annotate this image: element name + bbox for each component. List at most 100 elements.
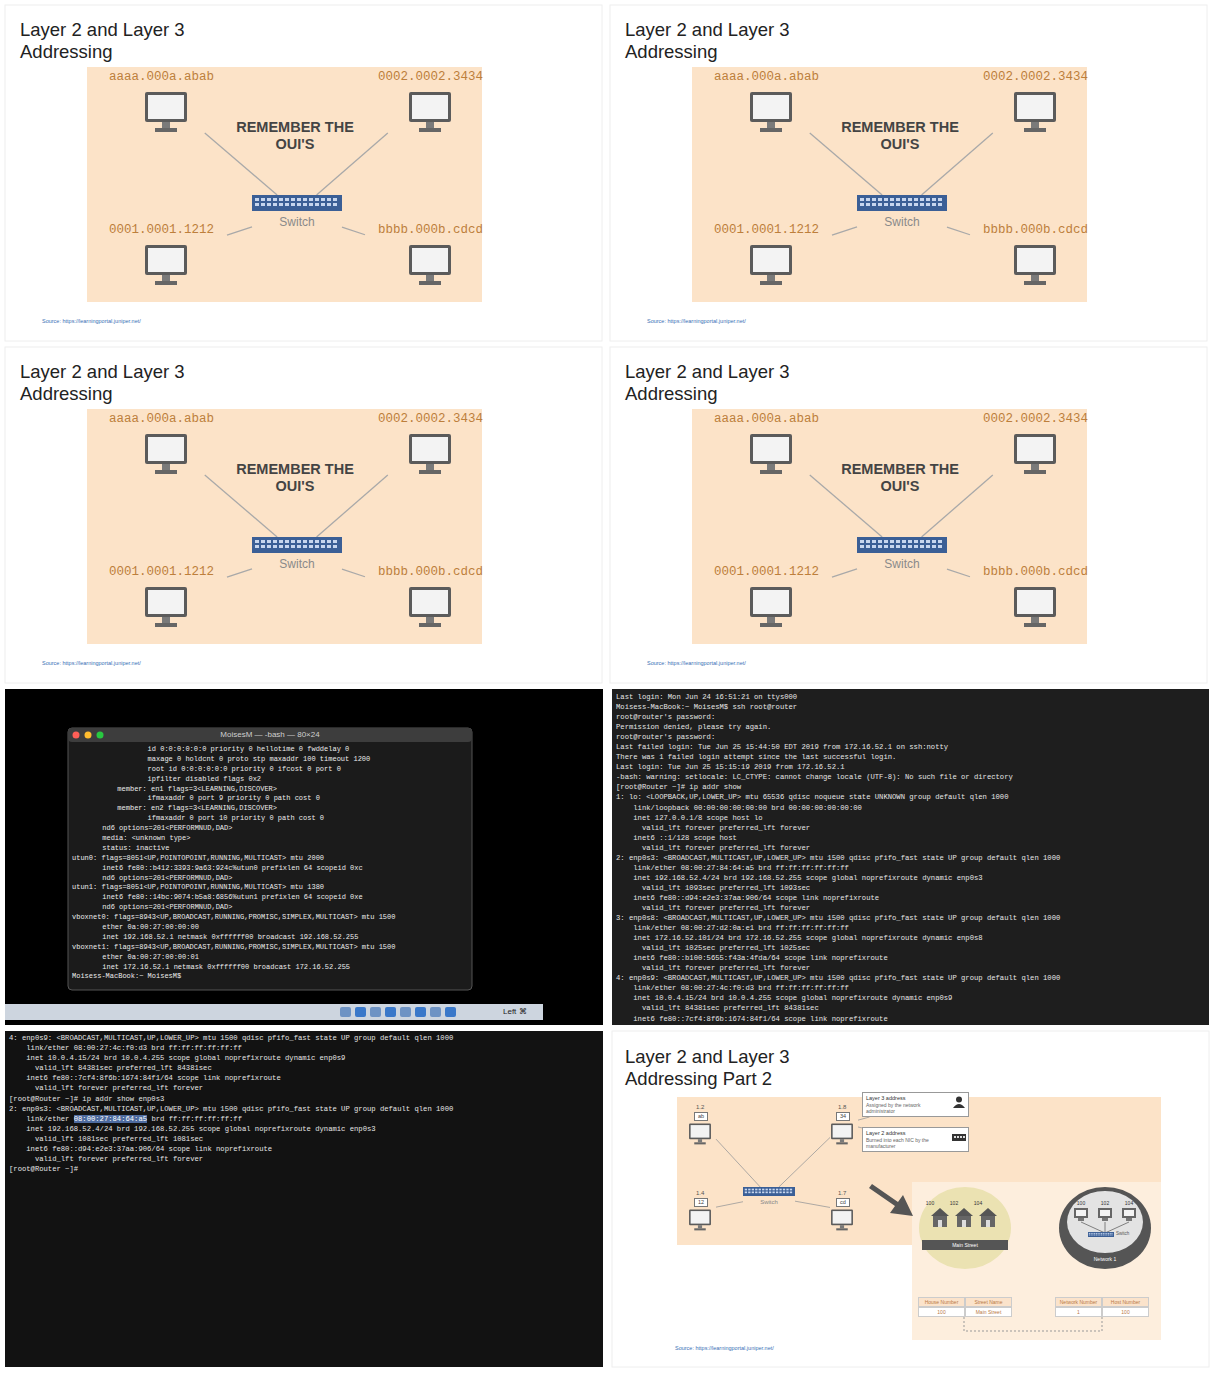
shape xyxy=(831,1124,853,1140)
terminal-line: 2: enp0s3: <BROADCAST,MULTICAST,UP,LOWER… xyxy=(9,1104,453,1114)
switch-node: Switch xyxy=(1088,1231,1129,1237)
shape xyxy=(1101,1234,1102,1236)
terminal-output: inet6 fe80::d94:e2e3:37aa:906/64 scope l… xyxy=(26,1145,272,1153)
mac-label: 34 xyxy=(836,1112,850,1121)
terminal-output: valid_lft forever preferred_lft forever xyxy=(35,1084,203,1092)
shape xyxy=(327,203,331,206)
shape xyxy=(279,198,283,201)
terminal-output: brd ff:ff:ff:ff:ff:ff xyxy=(151,1115,242,1123)
computer-node: 0002.0002.3434 xyxy=(970,412,1088,475)
shape xyxy=(291,540,295,543)
callout-body: Assigned by the network administrator xyxy=(866,1102,950,1114)
shape xyxy=(691,1125,710,1138)
shape xyxy=(409,434,451,464)
shape xyxy=(866,540,870,543)
shape xyxy=(1074,1208,1088,1218)
terminal-line: 4: enp0s9: <BROADCAST,MULTICAST,UP,LOWER… xyxy=(9,1033,453,1043)
shape xyxy=(920,203,924,206)
terminal-line: nd6 options=201<PERFORMNUD,DAD> xyxy=(72,903,395,913)
shape xyxy=(1091,1234,1092,1236)
shape xyxy=(162,617,170,623)
shape xyxy=(694,1142,705,1144)
shape xyxy=(779,1192,781,1194)
terminal-panel xyxy=(5,1031,603,1367)
mac-address: 0001.0001.1212 xyxy=(109,565,214,580)
shape xyxy=(1014,434,1056,464)
mac-address: 0002.0002.3434 xyxy=(378,70,483,85)
shape xyxy=(767,122,775,128)
computer-node: aaaa.000a.abab xyxy=(109,412,227,475)
terminal-line: member: en2 flags=3<LEARNING,DISCOVER> xyxy=(72,804,395,814)
shape xyxy=(919,1187,1011,1269)
shape xyxy=(1017,95,1053,119)
shape xyxy=(419,281,441,285)
shape xyxy=(1104,1232,1105,1234)
terminal-line: inet6 ::1/128 scope host xyxy=(616,833,1060,843)
terminal-line: [root@Router ~]# ip addr show enp0s3 xyxy=(9,1094,453,1104)
terminal-output: link/ether 08:00:27:4c:f0:d3 brd ff:ff:f… xyxy=(26,1044,242,1052)
switch-node: Switch xyxy=(252,537,342,571)
terminal-line: utun1: flags=8051<UP,POINTOPOINT,RUNNING… xyxy=(72,883,395,893)
shape xyxy=(840,1139,844,1142)
shape xyxy=(303,203,307,206)
shape xyxy=(866,545,870,548)
dock-icon xyxy=(340,1007,351,1017)
shape xyxy=(979,1208,997,1216)
shape xyxy=(1105,1222,1106,1233)
shape xyxy=(767,464,775,470)
shape xyxy=(963,1136,965,1138)
slide-ground xyxy=(692,67,1087,302)
shape xyxy=(896,545,900,548)
ip-label: 1.2 xyxy=(696,1103,716,1111)
shape xyxy=(1024,623,1046,627)
computer-node: 0001.0001.1212 xyxy=(109,565,227,628)
terminal-output: ether 0a:00:27:00:00:00 xyxy=(102,923,199,931)
shape xyxy=(333,540,337,543)
terminal-output: valid_lft 1025sec preferred_lft 1025sec xyxy=(642,944,810,952)
dock-icon xyxy=(355,1007,366,1017)
table-cell: 100 xyxy=(1102,1307,1149,1317)
terminal-output: inet 192.168.52.4/24 brd 192.168.52.255 … xyxy=(633,874,982,882)
shape xyxy=(932,545,936,548)
connector-line xyxy=(947,227,970,235)
shape xyxy=(866,198,870,201)
shape xyxy=(285,545,289,548)
shape xyxy=(1098,1234,1099,1236)
shape xyxy=(1089,1232,1090,1234)
terminal-line: Permission denied, please try again. xyxy=(616,722,1060,732)
shape xyxy=(860,545,864,548)
shape xyxy=(409,245,451,275)
connector-line xyxy=(716,1139,760,1187)
shape xyxy=(297,545,301,548)
shape xyxy=(309,545,313,548)
terminal-line: valid_lft 1081sec preferred_lft 1081sec xyxy=(9,1134,453,1144)
terminal-output: ether 0a:00:27:00:00:01 xyxy=(102,953,199,961)
terminal-line: member: en1 flags=3<LEARNING,DISCOVER> xyxy=(72,785,395,795)
shape xyxy=(1098,1232,1099,1234)
shape xyxy=(1101,1232,1102,1234)
monitor-icon xyxy=(688,1209,712,1231)
terminal-output: inet6 fe80::14bc:9074:b5a8:6856%utun1 pr… xyxy=(102,893,362,901)
terminal-line: valid_lft forever preferred_lft forever xyxy=(9,1083,453,1093)
mac-address: aaaa.000a.abab xyxy=(714,70,819,85)
shape xyxy=(896,203,900,206)
shape xyxy=(926,545,930,548)
shape xyxy=(1014,92,1056,122)
terminal-output: Last login: Tue Jun 25 15:15:19 2019 fro… xyxy=(616,763,845,771)
connector-line xyxy=(779,1137,830,1187)
terminal-output: -bash: warning: setlocale: LC_CTYPE: can… xyxy=(616,773,1013,781)
mac-label: 12 xyxy=(694,1198,708,1207)
shape xyxy=(783,1189,785,1191)
shape xyxy=(745,1189,747,1191)
shape xyxy=(419,623,441,627)
terminal-line: inet 10.0.4.15/24 brd 10.0.4.255 scope g… xyxy=(616,993,1060,1003)
shape xyxy=(752,1189,754,1191)
table-cell: Host Number xyxy=(1102,1297,1149,1307)
monitor-icon xyxy=(748,91,794,133)
shape xyxy=(412,437,448,461)
slide-title: Layer 2 and Layer 3 Addressing xyxy=(20,361,210,405)
shape xyxy=(857,537,947,553)
terminal-line: Last login: Mon Jun 24 16:51:21 on ttys0… xyxy=(616,692,1060,702)
house-number: 104 xyxy=(970,1200,986,1206)
